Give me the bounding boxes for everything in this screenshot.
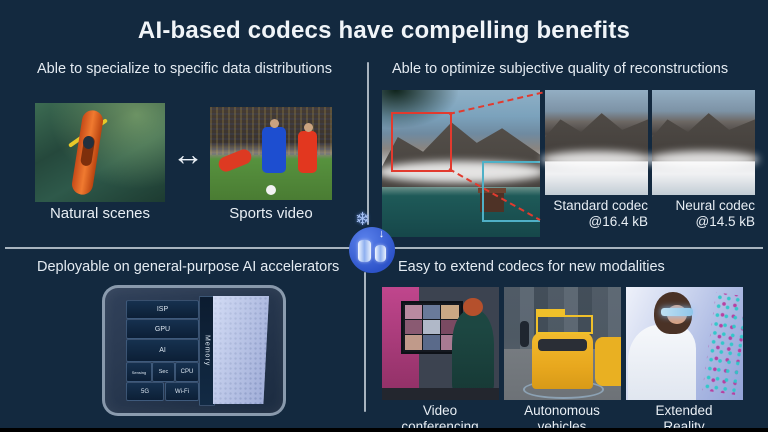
dna-hologram [702,291,743,395]
ar-glasses [661,308,693,317]
bottom-border [0,428,768,432]
neural-network-icon: ❄ [355,209,371,229]
lake-reference-image [382,90,540,237]
caption-sports-video: Sports video [229,205,313,222]
standard-codec-size: @16.4 kB [588,213,648,229]
chip-block-memory: Memory [199,296,215,406]
slide-title: AI-based codecs have compelling benefits [137,17,631,44]
sports-video-image [210,107,332,200]
taxi [532,332,593,389]
detection-box [535,309,594,334]
model-cylinder-large [358,240,371,262]
autonomous-vehicles-image [504,287,621,400]
neural-codec-crop-image [652,90,755,195]
memory-die-texture [213,296,269,404]
kayak [70,108,105,197]
soccer-ball [266,185,276,195]
roi-box-red [391,112,452,172]
natural-scenes-image [35,103,165,202]
pedestrian [520,320,530,347]
extended-reality-image [626,287,743,400]
chip-block-cpu: CPU [175,362,199,382]
standard-codec-label: Standard codec [553,198,648,213]
neural-codec-size: @14.5 kB [695,213,755,229]
neural-codec-label: Neural codec [675,198,755,213]
player-blue [262,119,286,173]
model-cylinder-small [375,245,386,262]
download-arrow-icon: ↓ [378,228,385,240]
trees [382,90,458,129]
heading-modalities: Easy to extend codecs for new modalities [398,259,665,275]
chip-block-sensing: Sensing [126,362,152,382]
caption-natural-scenes: Natural scenes [49,205,151,222]
chip-block-5g: 5G [126,382,164,401]
caption-standard-codec: Standard codec @16.4 kB [545,198,648,229]
player-fallen [216,147,254,174]
caption-neural-codec: Neural codec @14.5 kB [652,198,755,229]
chip-block-ai: AI [126,339,199,362]
heading-specialize: Able to specialize to specific data dist… [37,61,332,77]
soc-chip-diagram: ISP GPU AI Sensing Sec CPU 5G Wi-Fi Memo… [102,285,286,416]
divider-vertical-top [367,62,369,225]
standard-codec-crop-image [545,90,648,195]
divider-vertical-bottom [364,272,366,412]
roi-box-teal [482,161,540,222]
chip-block-wifi: Wi-Fi [165,382,199,401]
compare-arrows-icon: ↔ [172,136,204,172]
kayaker [83,136,94,149]
heading-subjective-quality: Able to optimize subjective quality of r… [392,61,729,77]
chip-block-sec: Sec [152,362,175,382]
video-conferencing-image [382,287,499,400]
taxi-background [595,336,621,387]
desk [382,387,499,400]
person-hair [462,298,483,317]
neural-codec-badge: ↓ [349,227,395,273]
player-red [298,123,317,173]
lab-coat [628,325,697,400]
heading-accelerators: Deployable on general-purpose AI acceler… [37,259,340,275]
chip-block-isp: ISP [126,300,199,319]
person-at-desk [452,309,495,391]
chip-block-gpu: GPU [126,319,199,339]
